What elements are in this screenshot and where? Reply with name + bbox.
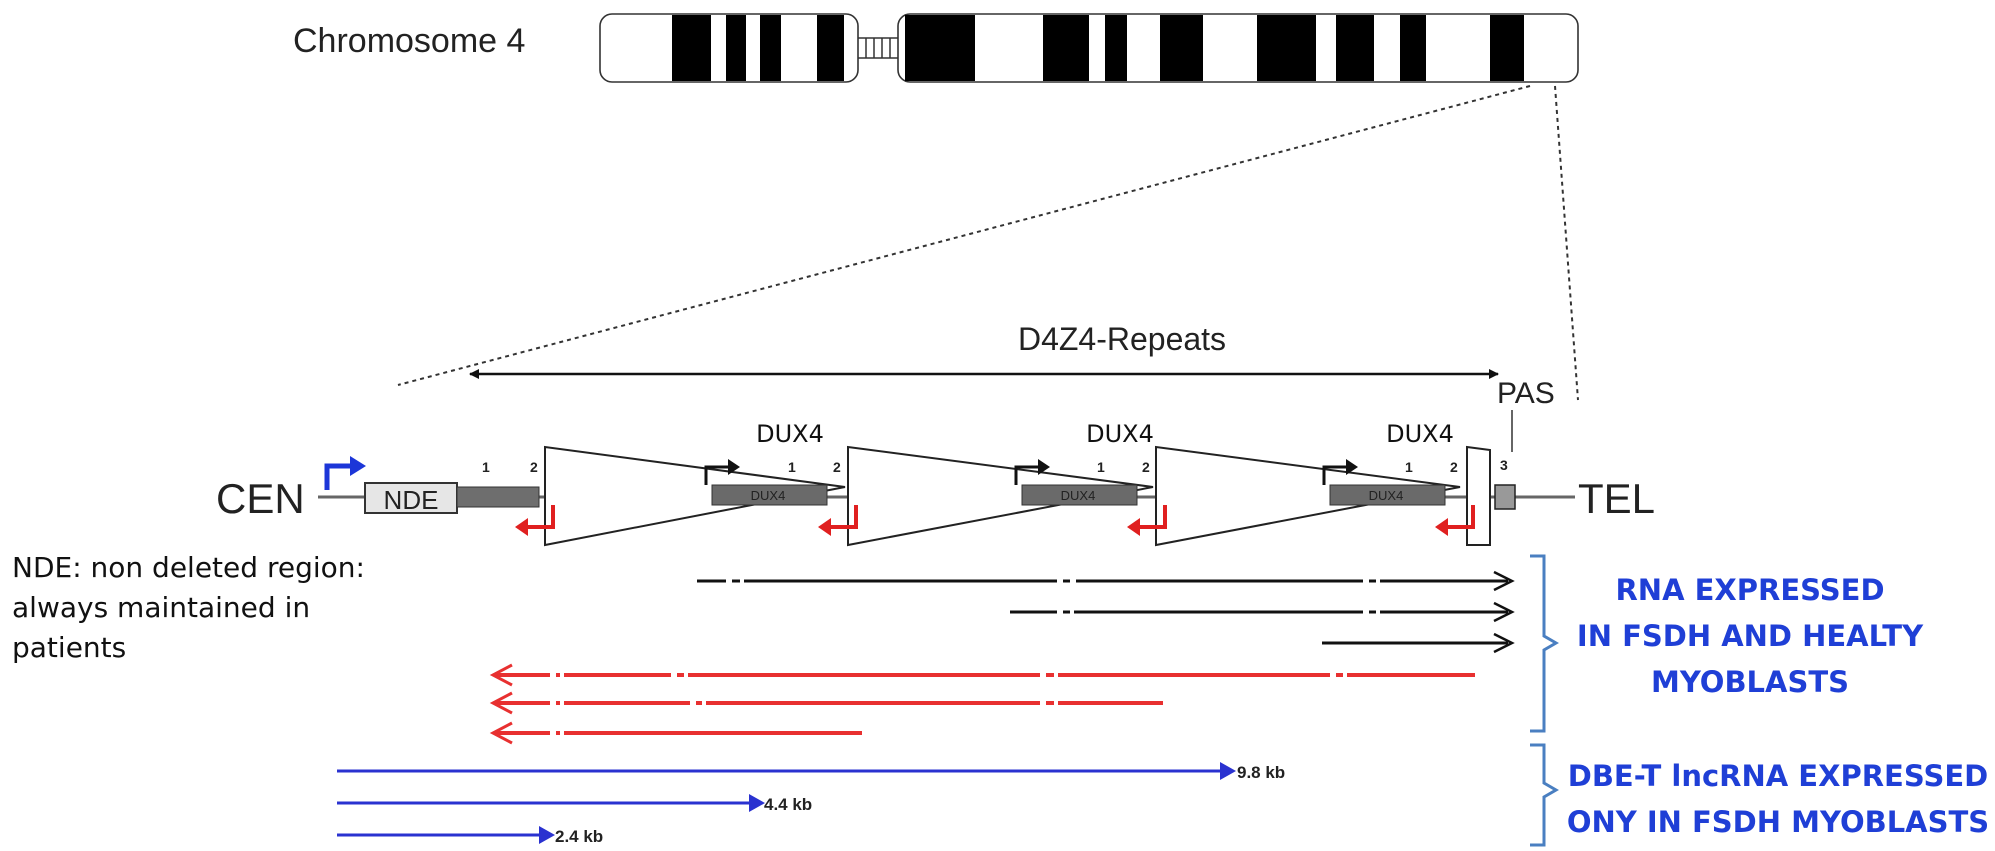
zoom-lines [397, 85, 1579, 401]
partial-repeat-unit [1466, 445, 1491, 546]
svg-text:1: 1 [1097, 459, 1105, 475]
antisense-transcript-heads [489, 663, 513, 745]
svg-text:2: 2 [833, 459, 841, 475]
nde-box-label: NDE [384, 485, 439, 515]
svg-text:1: 1 [788, 459, 796, 475]
dbe-transcripts [337, 769, 1222, 837]
antisense-promoter-arrows [526, 505, 1475, 529]
rna-expressed-label: RNA EXPRESSED IN FSDH AND HEALTY MYOBLAS… [1560, 567, 1940, 705]
centromere-label: CEN [216, 475, 305, 522]
pas-label: PAS [1497, 377, 1555, 410]
svg-text:DUX4: DUX4 [1061, 488, 1096, 503]
chromosome-bands [672, 15, 1524, 81]
chromosome-ideogram [599, 13, 1579, 83]
chromosome-q-arm [897, 13, 1579, 83]
chromosome-label: Chromosome 4 [293, 22, 525, 60]
repeat-triangle-2 [847, 445, 1154, 547]
dbe-size-9-8kb: 9.8 kb [1237, 763, 1285, 782]
nde-note: NDE: non deleted region: always maintain… [12, 548, 382, 668]
dbe-group-bracket [1530, 743, 1559, 847]
dbe-size-4-4kb: 4.4 kb [764, 795, 812, 814]
d4z4-repeat-units [544, 445, 1461, 547]
repeat-triangle-3 [1155, 445, 1461, 547]
rna-group-bracket [1530, 554, 1559, 733]
nde-note-line-2: always maintained in [12, 591, 311, 624]
pas-exon-box [1494, 484, 1516, 510]
dbe-label-line-2: ONY IN FSDH MYOBLASTS [1566, 805, 1990, 839]
svg-text:1: 1 [482, 459, 490, 475]
nde-gene-bar [456, 486, 540, 508]
dbe-label-line-1: DBE-T lncRNA EXPRESSED [1567, 759, 1989, 793]
sense-transcripts [697, 579, 1508, 645]
rna-label-line-1: RNA EXPRESSED [1615, 573, 1885, 607]
svg-text:1: 1 [1405, 459, 1413, 475]
dbe-transcript-heads [539, 762, 1236, 844]
antisense-transcripts [495, 673, 1475, 735]
dux4-label-3: DUX4 [1386, 420, 1454, 448]
sense-splice-gaps [726, 578, 1380, 615]
sense-transcript-heads [1493, 570, 1515, 654]
repeat-triangle-1 [544, 445, 846, 547]
dbe-size-2-4kb: 2.4 kb [555, 827, 603, 846]
rna-label-line-3: MYOBLASTS [1650, 665, 1850, 699]
svg-text:3: 3 [1500, 457, 1508, 473]
antisense-promoter-heads [515, 518, 1448, 536]
telomere-label: TEL [1578, 475, 1655, 522]
dux4-gene-bars: DUX4 DUX4 DUX4 [711, 484, 1446, 506]
sense-promoter-heads [728, 459, 1358, 475]
dux4-label-1: DUX4 [756, 420, 824, 448]
dux4-label-2: DUX4 [1086, 420, 1154, 448]
sense-promoter-arrows [704, 465, 1348, 485]
svg-text:2: 2 [1450, 459, 1458, 475]
antisense-splice-gaps [550, 672, 1347, 737]
nde-note-line-3: patients [12, 631, 127, 664]
centromere-constriction [858, 37, 898, 59]
svg-text:DUX4: DUX4 [751, 488, 786, 503]
svg-text:2: 2 [530, 459, 538, 475]
repeats-label: D4Z4-Repeats [1018, 321, 1226, 357]
rna-label-line-2: IN FSDH AND HEALTY [1576, 619, 1924, 653]
svg-text:DUX4: DUX4 [1369, 488, 1404, 503]
svg-text:2: 2 [1142, 459, 1150, 475]
nde-note-line-1: NDE: non deleted region: [12, 551, 365, 584]
dbe-expressed-label: DBE-T lncRNA EXPRESSED ONY IN FSDH MYOBL… [1563, 753, 1993, 845]
cen-promoter-arrow [324, 463, 352, 490]
exon-numbers: 1 2 1 2 1 2 1 2 3 [482, 457, 1508, 475]
